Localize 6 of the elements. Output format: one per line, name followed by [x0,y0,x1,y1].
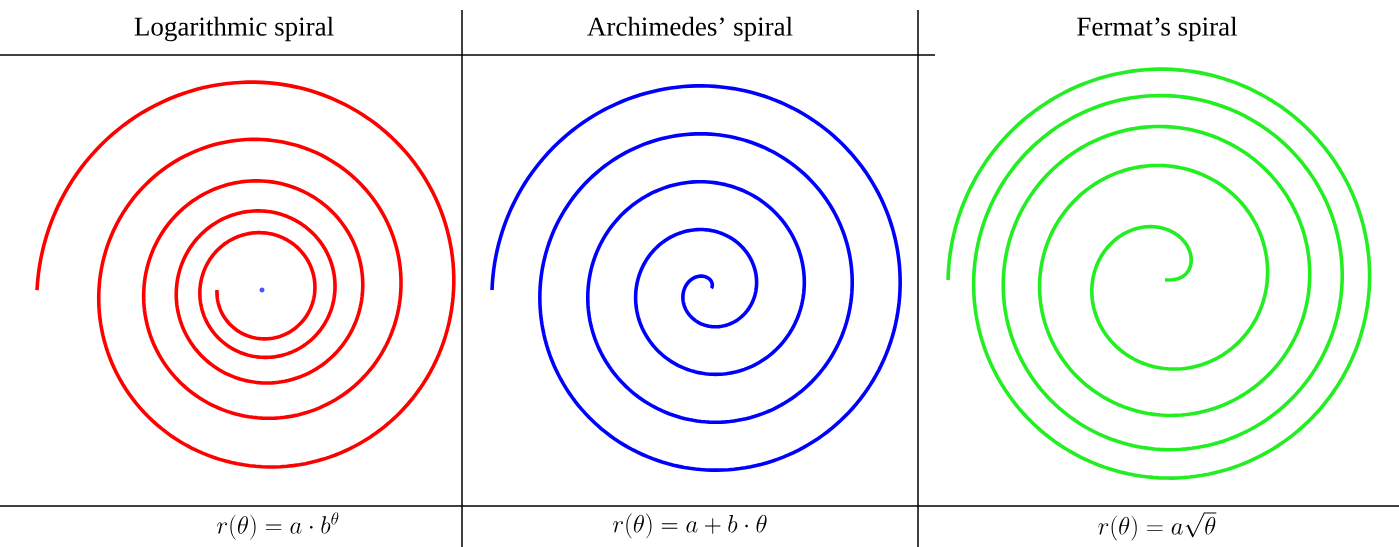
column-heading: Fermat’s spiral [1077,16,1238,42]
column-heading: Logarithmic spiral [134,16,334,42]
formula: $r(\theta) = a \cdot b^{\theta}$ [217,512,339,540]
formula: $r(\theta) = a\sqrt{\theta}$ [1098,512,1217,541]
column-heading: Archimedes’ spiral [587,16,793,42]
formula: $r(\theta) = a + b \cdot \theta$ [613,513,767,539]
